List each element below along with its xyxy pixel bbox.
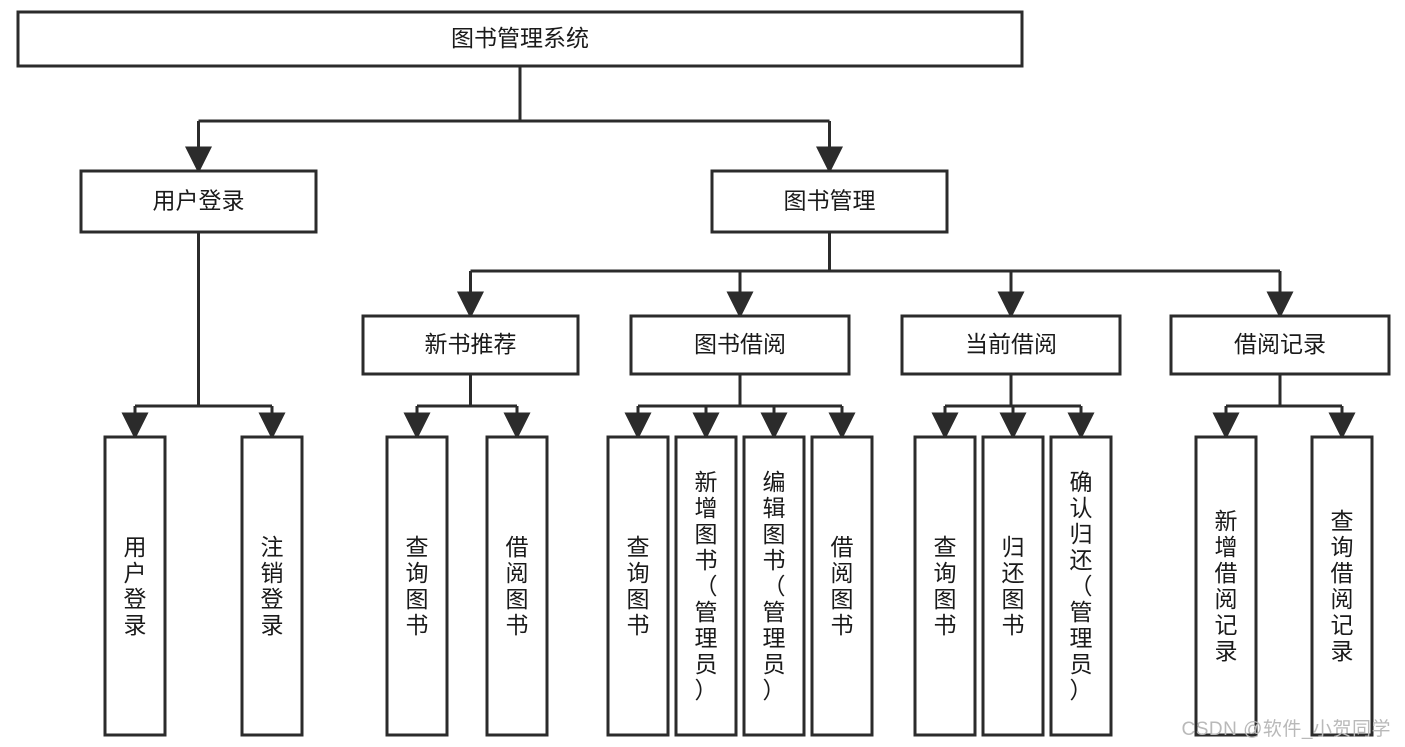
leaf-borrow-book-1[interactable]: 借阅图书 [485, 435, 549, 737]
leaf-add-borrow-record[interactable]: 新增借阅记录 [1194, 435, 1258, 737]
node-borrow-record-label: 借阅记录 [1234, 331, 1326, 357]
node-root-label: 图书管理系统 [451, 25, 589, 51]
node-user-login-label: 用户登录 [153, 188, 245, 214]
node-root[interactable]: 图书管理系统 [16, 10, 1024, 68]
leaf-edit-book-label: 编辑图书（管理员） [763, 469, 786, 703]
leaf-borrow-book-2-box[interactable] [810, 435, 874, 737]
node-root-box[interactable] [16, 10, 1024, 68]
leaf-login-label: 用户登录 [124, 534, 147, 638]
leaf-query-book-3[interactable]: 查询图书 [913, 435, 977, 737]
leaf-add-borrow-record-box[interactable] [1194, 435, 1258, 737]
leaf-logout[interactable]: 注销登录 [240, 435, 304, 737]
leaf-query-book-1-label: 查询图书 [406, 534, 429, 638]
leaf-add-book-box[interactable] [674, 435, 738, 737]
node-user-login-box[interactable] [79, 169, 318, 234]
connector-layer [121, 66, 1356, 440]
leaf-borrow-book-1-box[interactable] [485, 435, 549, 737]
leaf-return-book[interactable]: 归还图书 [981, 435, 1045, 737]
node-user-login[interactable]: 用户登录 [79, 169, 318, 234]
node-current-borrow[interactable]: 当前借阅 [900, 314, 1122, 376]
node-new-book-recommend[interactable]: 新书推荐 [361, 314, 580, 376]
leaf-query-borrow-record-box[interactable] [1310, 435, 1374, 737]
leaf-add-borrow-record-label: 新增借阅记录 [1215, 508, 1238, 664]
leaf-edit-book[interactable]: 编辑图书（管理员） [742, 435, 806, 737]
leaf-query-book-1[interactable]: 查询图书 [385, 435, 449, 737]
node-borrow-record[interactable]: 借阅记录 [1169, 314, 1391, 376]
leaf-logout-box[interactable] [240, 435, 304, 737]
leaf-borrow-book-2-label: 借阅图书 [831, 534, 854, 638]
node-borrow-record-box[interactable] [1169, 314, 1391, 376]
node-book-management-label: 图书管理 [784, 188, 876, 214]
leaf-add-book-label: 新增图书（管理员） [695, 469, 718, 703]
node-book-borrow-label: 图书借阅 [694, 331, 786, 357]
leaf-query-book-3-box[interactable] [913, 435, 977, 737]
leaf-confirm-return-box[interactable] [1049, 435, 1113, 737]
node-book-borrow[interactable]: 图书借阅 [629, 314, 851, 376]
leaf-query-book-2[interactable]: 查询图书 [606, 435, 670, 737]
node-layer: 图书管理系统用户登录图书管理新书推荐图书借阅当前借阅借阅记录用户登录注销登录查询… [16, 10, 1391, 737]
leaf-return-book-label: 归还图书 [1002, 534, 1025, 638]
leaf-logout-label: 注销登录 [261, 534, 284, 638]
leaf-confirm-return-label: 确认归还（管理员） [1070, 469, 1093, 703]
node-new-book-recommend-box[interactable] [361, 314, 580, 376]
leaf-return-book-box[interactable] [981, 435, 1045, 737]
leaf-query-book-1-box[interactable] [385, 435, 449, 737]
node-current-borrow-box[interactable] [900, 314, 1122, 376]
leaf-confirm-return[interactable]: 确认归还（管理员） [1049, 435, 1113, 737]
leaf-query-borrow-record-label: 查询借阅记录 [1331, 508, 1354, 664]
node-book-management[interactable]: 图书管理 [710, 169, 949, 234]
node-new-book-recommend-label: 新书推荐 [425, 331, 517, 357]
leaf-query-book-3-label: 查询图书 [934, 534, 957, 638]
leaf-login-box[interactable] [103, 435, 167, 737]
leaf-query-book-2-label: 查询图书 [627, 534, 650, 638]
leaf-query-book-2-box[interactable] [606, 435, 670, 737]
leaf-borrow-book-2[interactable]: 借阅图书 [810, 435, 874, 737]
node-book-borrow-box[interactable] [629, 314, 851, 376]
leaf-edit-book-box[interactable] [742, 435, 806, 737]
node-book-management-box[interactable] [710, 169, 949, 234]
node-current-borrow-label: 当前借阅 [965, 331, 1057, 357]
leaf-query-borrow-record[interactable]: 查询借阅记录 [1310, 435, 1374, 737]
leaf-login[interactable]: 用户登录 [103, 435, 167, 737]
leaf-add-book[interactable]: 新增图书（管理员） [674, 435, 738, 737]
leaf-borrow-book-1-label: 借阅图书 [506, 534, 529, 638]
